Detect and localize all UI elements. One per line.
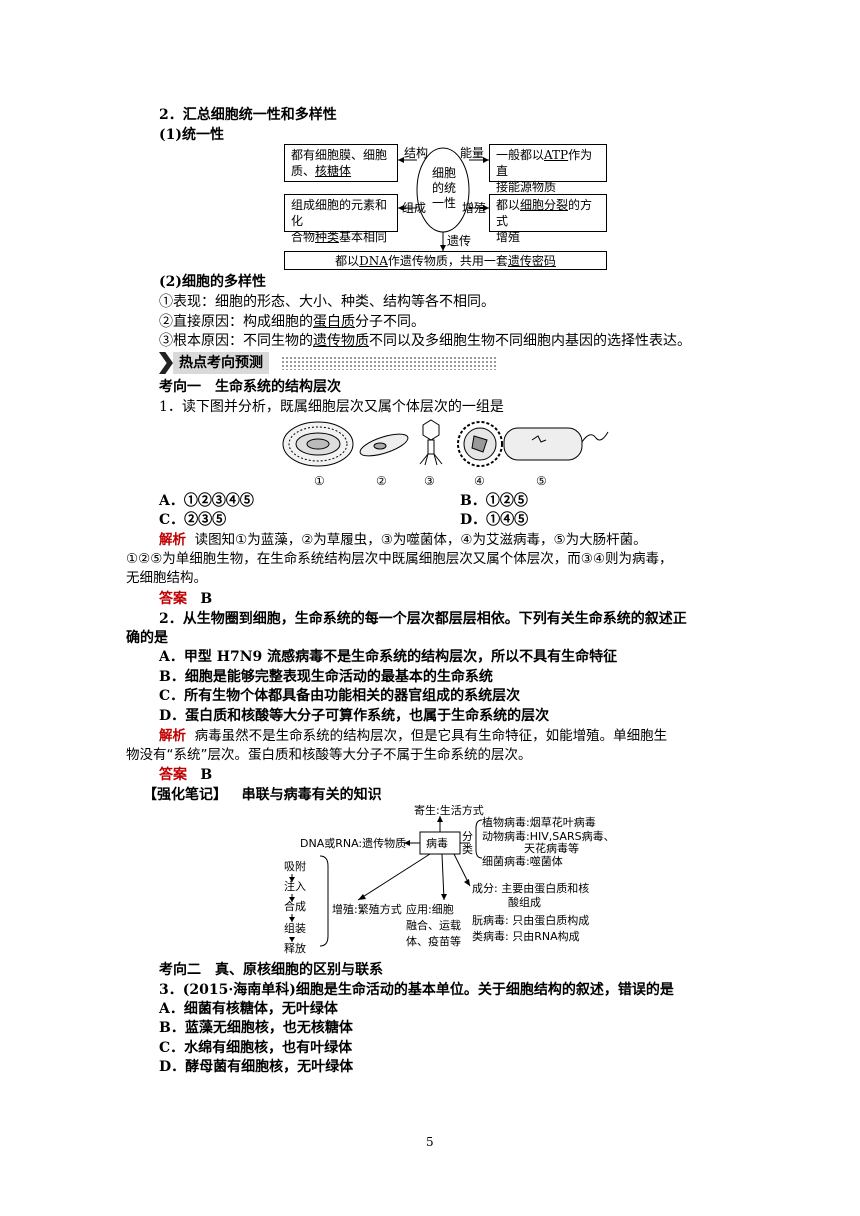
- virus-parasite: 寄生:生活方式: [414, 804, 484, 817]
- figure-label-4: ④: [474, 474, 485, 488]
- q2-option-c: C．所有生物个体都具备由功能相关的器官组成的系统层次: [159, 688, 521, 704]
- organism-drawings: [282, 419, 609, 467]
- figure-label-2: ②: [376, 474, 387, 488]
- virus-center: 病毒: [426, 837, 448, 850]
- unity-box-structure: 都有细胞膜、细胞 质、核糖体: [284, 144, 398, 182]
- diversity-line-3: ③根本原因：不同生物的遗传物质不同以及多细胞生物不同细胞内基因的选择性表达。: [159, 333, 691, 349]
- virus-material: DNA或RNA:遗传物质: [300, 837, 407, 850]
- step-assemble: 组装: [284, 922, 306, 935]
- option-d: D．①④⑤: [460, 512, 529, 528]
- unity-box-proliferation: 都以细胞分裂的方式 增殖: [489, 194, 607, 244]
- virus-viroid: 类病毒: 只由RNA构成: [472, 930, 580, 943]
- virus-diagram-lines: [289, 816, 483, 947]
- unity-diagram: 都有细胞膜、细胞 质、核糖体 一般都以ATP作为直 接能源物质 组成细胞的元素和…: [284, 144, 608, 270]
- organism-figure: ① ② ③ ④ ⑤: [282, 418, 612, 488]
- virus-prion: 朊病毒: 只由蛋白质构成: [472, 914, 590, 927]
- option-b: B．①②⑤: [460, 493, 528, 509]
- q3-option-a: A．细菌有核糖体，无叶绿体: [159, 1001, 338, 1017]
- q2-option-a: A．甲型 H7N9 流感病毒不是生命系统的结构层次，所以不具有生命特征: [159, 649, 618, 665]
- unity-diagram-lines: [398, 147, 489, 251]
- unity-center: 细胞 的统 一性: [431, 166, 456, 210]
- q2-option-d: D．蛋白质和核酸等大分子可算作系统，也属于生命系统的层次: [159, 708, 550, 724]
- unity-box-heredity: 都以DNA作遗传物质，共用一套遗传密码: [284, 251, 607, 270]
- direction-2-title: 考向二 真、原核细胞的区别与联系: [159, 962, 383, 978]
- label-energy: 能量: [460, 146, 485, 160]
- explanation-2-line-1: 解析 病毒虽然不是生命系统的结构层次，但是它具有生命特征，如能增殖。单细胞生: [159, 728, 668, 744]
- question-2-line-2: 确的是: [126, 630, 168, 646]
- q3-option-d: D．酵母菌有细胞核，无叶绿体: [159, 1059, 354, 1075]
- banner-title: 热点考向预测: [173, 352, 269, 374]
- virus-composition-2: 酸组成: [508, 896, 541, 909]
- explanation-2-line-2: 物没有“系统”层次。蛋白质和核酸等大分子不属于生命系统的层次。: [126, 747, 532, 763]
- hotspot-banner: 热点考向预测: [159, 352, 499, 374]
- diversity-line-2: ②直接原因：构成细胞的蛋白质分子不同。: [159, 314, 425, 330]
- virus-proliferate: 增殖:繁殖方式: [332, 903, 402, 916]
- option-a: A．①②③④⑤: [159, 493, 254, 509]
- explanation-1-line-3: 无细胞结构。: [126, 570, 207, 586]
- step-inject: 注入: [284, 880, 306, 893]
- step-adsorb: 吸附: [284, 860, 306, 873]
- answer-1: 答案 B: [159, 591, 213, 607]
- virus-classify: 分类: [462, 830, 473, 856]
- q3-option-c: C．水绵有细胞核，也有叶绿体: [159, 1040, 353, 1056]
- virus-animal: 动物病毒:HIV,SARS病毒、: [482, 830, 615, 843]
- note-heading: 【强化笔记】 串联与病毒有关的知识: [143, 787, 382, 803]
- explanation-1-line-2: ①②⑤为单细胞生物，在生命系统结构层次中既属细胞层次又属个体层次，而③④则为病毒…: [126, 551, 673, 567]
- step-synthesize: 合成: [284, 900, 306, 913]
- question-3: 3．(2015·海南单科)细胞是生命活动的基本单位。关于细胞结构的叙述，错误的是: [159, 982, 674, 998]
- unity-box-energy: 一般都以ATP作为直 接能源物质: [489, 144, 607, 194]
- option-c: C．②③⑤: [159, 512, 227, 528]
- diversity-title: (2)细胞的多样性: [159, 274, 266, 290]
- banner-dots: [281, 356, 496, 370]
- virus-application: 应用:细胞融合、运载体、疫苗等: [406, 903, 461, 948]
- label-heredity: 遗传: [447, 234, 472, 248]
- label-structure: 结构: [404, 146, 429, 160]
- diversity-line-1: ①表现：细胞的形态、大小、种类、结构等各不相同。: [159, 294, 495, 310]
- figure-label-3: ③: [424, 474, 435, 488]
- explanation-1-line-1: 解析 读图知①为蓝藻，②为草履虫，③为噬菌体，④为艾滋病毒，⑤为大肠杆菌。: [159, 532, 647, 548]
- virus-plant: 植物病毒:烟草花叶病毒: [482, 816, 596, 829]
- figure-label-1: ①: [314, 474, 325, 488]
- question-1: 1．读下图并分析，既属细胞层次又属个体层次的一组是: [159, 399, 504, 415]
- unity-box-composition: 组成细胞的元素和化 合物种类基本相同: [284, 194, 398, 244]
- chevron-right-icon: [159, 352, 173, 374]
- virus-composition: 成分: 主要由蛋白质和核: [472, 882, 590, 895]
- label-proliferation: 增殖: [462, 201, 487, 215]
- virus-diagram: 寄生:生活方式 DNA或RNA:遗传物质 病毒 分类 植物病毒:烟草花叶病毒 动…: [284, 804, 620, 956]
- q2-option-b: B．细胞是能够完整表现生命活动的最基本的生命系统: [159, 669, 493, 685]
- step-release: 释放: [284, 942, 306, 955]
- section-title: 2．汇总细胞统一性和多样性: [159, 107, 337, 123]
- virus-bacterial: 细菌病毒:噬菌体: [482, 855, 563, 868]
- page-number: 5: [426, 1135, 434, 1149]
- q3-option-b: B．蓝藻无细胞核，也无核糖体: [159, 1020, 353, 1036]
- answer-2: 答案 B: [159, 767, 213, 783]
- explanation-label: 解析: [159, 532, 186, 548]
- label-composition: 组成: [402, 201, 427, 215]
- figure-label-5: ⑤: [536, 474, 547, 488]
- virus-animal-2: 天花病毒等: [524, 842, 579, 855]
- direction-1-title: 考向一 生命系统的结构层次: [159, 379, 341, 395]
- question-2-line-1: 2．从生物圈到细胞，生命系统的每一个层次都层层相依。下列有关生命系统的叙述正: [159, 611, 687, 627]
- unity-title: (1)统一性: [159, 127, 224, 143]
